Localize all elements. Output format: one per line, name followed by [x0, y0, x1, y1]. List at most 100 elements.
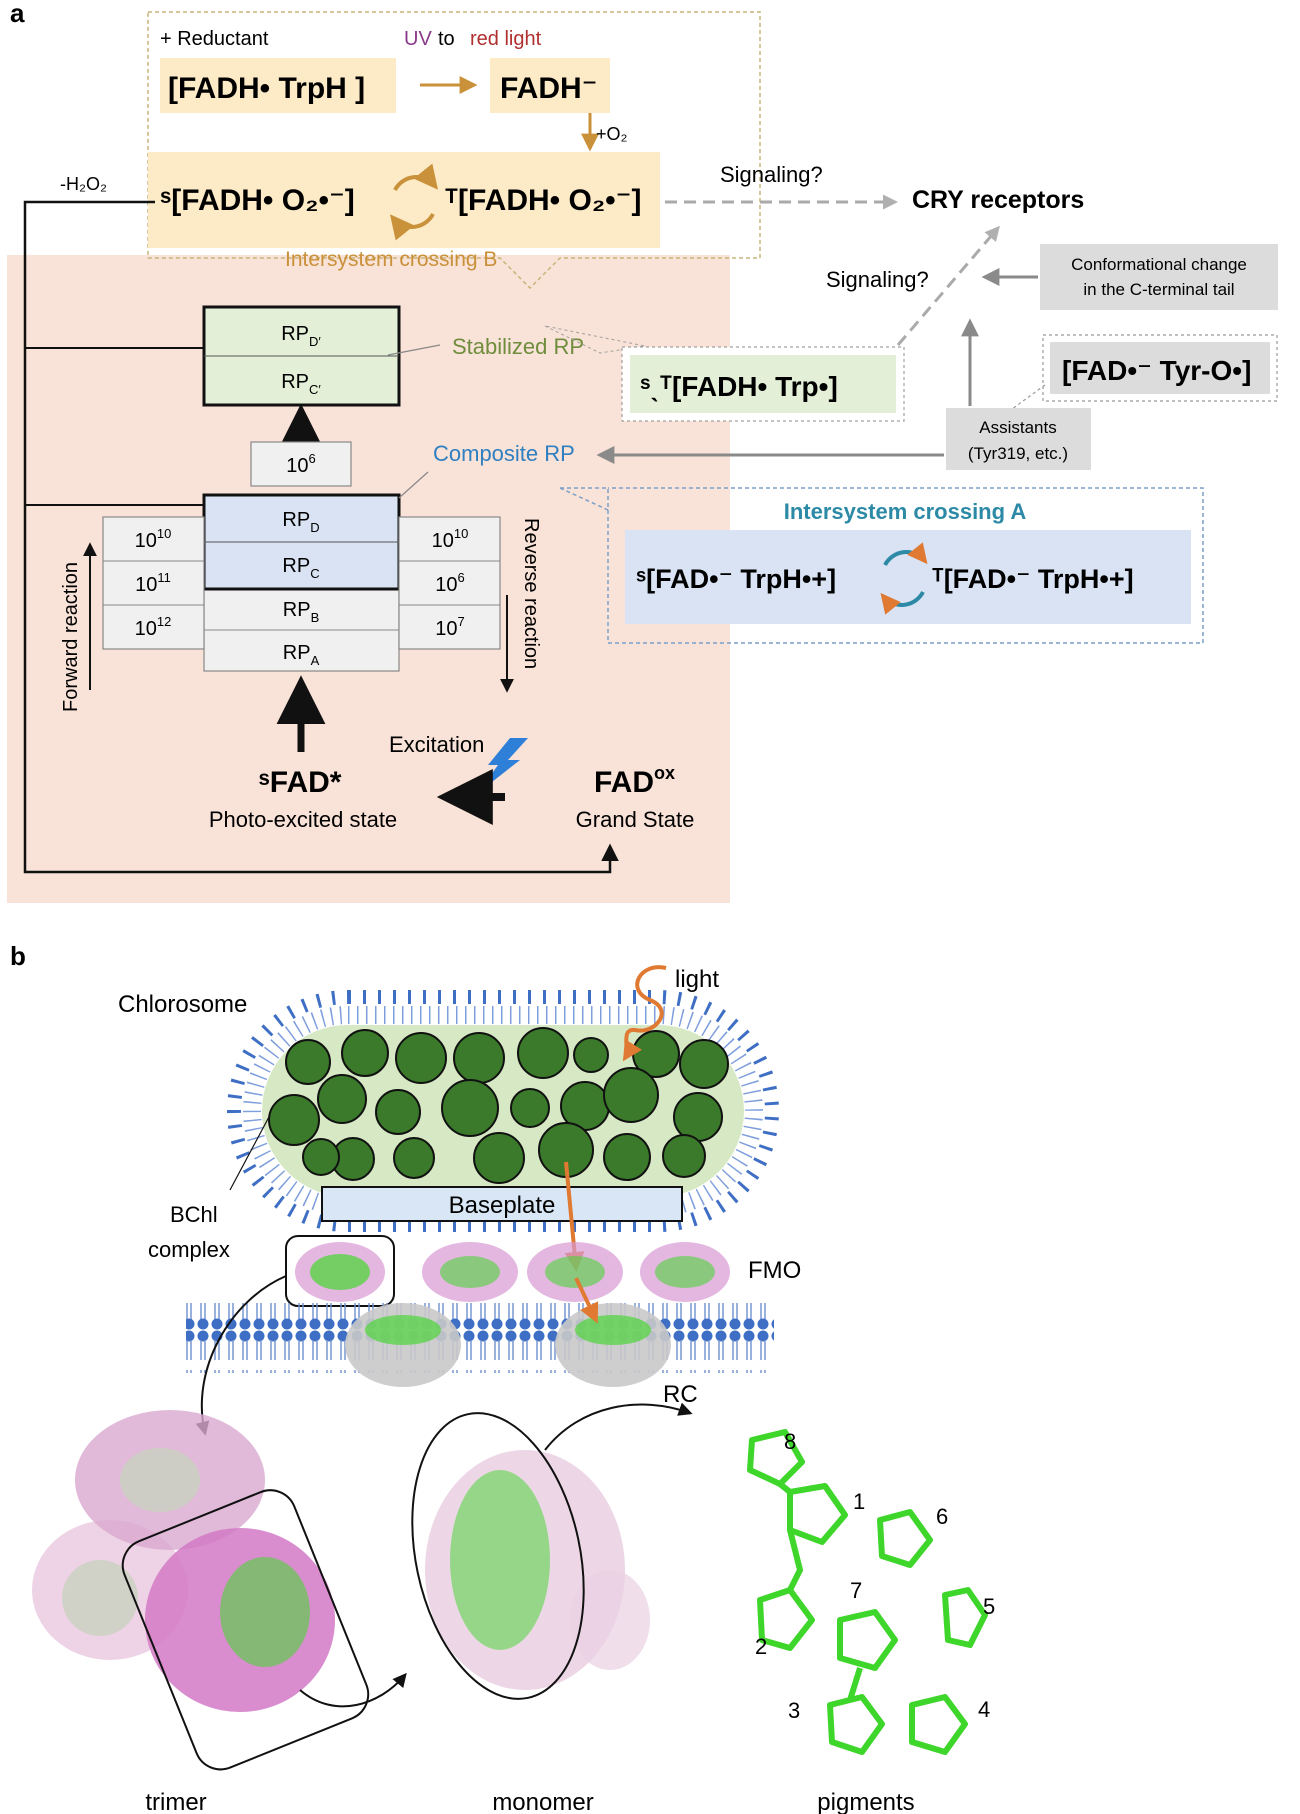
- stabilized-species-box: [630, 355, 896, 413]
- reductant-label: + Reductant: [160, 28, 269, 50]
- reaction-centers: [345, 1303, 671, 1387]
- pigments-structure: [747, 1429, 988, 1755]
- stabilized-species-text: ˢˎᵀ[FADH• Trp•]: [640, 371, 838, 402]
- zoom-arrow-pigments: [544, 1402, 693, 1451]
- reverse-reaction-label: Reverse reaction: [520, 518, 542, 669]
- rp-a: RPA: [283, 642, 320, 668]
- rp-b: RPB: [283, 599, 319, 625]
- isc-a-tail: [559, 487, 609, 511]
- forward-rate-3: 1012: [135, 614, 172, 640]
- monomer-label: monomer: [492, 1789, 593, 1814]
- pigment-1: 1: [853, 1489, 865, 1514]
- excitation-label: Excitation: [389, 732, 484, 757]
- singlet-pair-text: ˢ[FADH• O₂•⁻]: [160, 184, 355, 217]
- pigment-5: 5: [983, 1594, 995, 1619]
- rp-c: RPC: [282, 555, 319, 581]
- to-label: to: [438, 28, 455, 50]
- reverse-rates-table: [398, 516, 501, 650]
- pigments-selection-ellipse: [411, 1412, 585, 1700]
- bchl-aggregates: [268, 1027, 729, 1184]
- energy-transfer-arrow-2: [574, 1277, 599, 1324]
- light-label: light: [675, 966, 719, 993]
- panel-a-label: a: [10, 0, 25, 28]
- fad-tyr-box: [1050, 342, 1270, 394]
- plus-o2-label: +O₂: [596, 124, 628, 144]
- h2o2-feedback-line: [23, 200, 619, 874]
- isc-b-cycle-bottom-icon: [389, 212, 435, 241]
- rp-c-prime: RPC′: [281, 371, 321, 397]
- conformational-line-1: Conformational change: [1071, 255, 1247, 274]
- isc-a-callout: [560, 487, 1204, 644]
- forward-rate-1: 1010: [135, 526, 172, 552]
- uv-label: UV: [404, 28, 432, 50]
- callout-top: [147, 11, 761, 290]
- forward-rates-table: [102, 516, 205, 650]
- forward-rate-2: 1011: [135, 570, 171, 596]
- fad-tyr-pointer: [1007, 384, 1046, 413]
- pigment-8: 8: [784, 1429, 796, 1454]
- signaling-1-label: Signaling?: [720, 162, 823, 187]
- signaling-arrow-2: [896, 225, 1000, 346]
- isc-b-label: Intersystem crossing B: [285, 248, 497, 271]
- composite-rp-label: Composite RP: [433, 441, 575, 466]
- isc-a-label: Intersystem crossing A: [784, 499, 1027, 524]
- isc-a-singlet: ˢ[FAD•⁻ TrpH•+]: [636, 564, 836, 594]
- pigment-4: 4: [978, 1697, 990, 1722]
- pigment-numbers: 1 2 3 4 5 6 7 8: [755, 1429, 995, 1723]
- red-light-label: red light: [470, 28, 542, 50]
- isc-a-triplet: ᵀ[FAD•⁻ TrpH•+]: [932, 564, 1134, 594]
- conformational-line-2: in the C-terminal tail: [1083, 280, 1234, 299]
- trimer-label: trimer: [145, 1789, 206, 1814]
- monomer-structure: [425, 1450, 650, 1690]
- composite-rp-pointer: [398, 471, 429, 499]
- isc-b-cycle-top-icon: [393, 163, 439, 192]
- light-squiggle-icon: [622, 965, 667, 1062]
- fadh-minus-text: FADH⁻: [500, 72, 598, 105]
- fadh-trph-box: [160, 58, 396, 113]
- baseplate-label: Baseplate: [449, 1192, 556, 1219]
- isc-a-cycle-bottom-icon: [880, 590, 925, 615]
- stabilized-rp-pointer: [387, 344, 441, 356]
- rc-label: RC: [663, 1381, 698, 1408]
- isc-a-cycle-top-icon: [883, 542, 928, 567]
- rate-top-box: [250, 441, 352, 487]
- pigment-7: 7: [850, 1578, 862, 1603]
- triplet-pair-text: ᵀ[FADH• O₂•⁻]: [445, 184, 641, 217]
- pigment-6: 6: [936, 1504, 948, 1529]
- bchl-label-1: BChl: [170, 1202, 218, 1227]
- forward-reaction-label: Forward reaction: [60, 562, 82, 712]
- fmo-label: FMO: [748, 1257, 801, 1284]
- fmo-proteins: [295, 1242, 730, 1302]
- baseplate-box: [321, 1186, 683, 1222]
- sfad-label: ˢFAD*: [259, 766, 342, 799]
- zoom-arrow-monomer: [299, 1672, 407, 1708]
- chlorosome-membrane: [227, 990, 779, 1232]
- cell-membrane: [186, 1303, 774, 1373]
- photo-excited-label: Photo-excited state: [209, 807, 397, 832]
- chlorosome-label: Chlorosome: [118, 991, 247, 1018]
- reverse-rate-1: 1010: [432, 526, 469, 552]
- stabilized-rp-label: Stabilized RP: [452, 334, 584, 359]
- assistants-line-2: (Tyr319, etc.): [968, 444, 1068, 463]
- grand-state-label: Grand State: [576, 807, 695, 832]
- pigment-2: 2: [755, 1634, 767, 1659]
- conformational-change-box: [1040, 244, 1278, 310]
- pigments-label: pigments: [817, 1789, 914, 1814]
- rate-top: 106: [286, 451, 315, 477]
- zoom-arrow-trimer: [195, 1275, 287, 1436]
- assistants-line-1: Assistants: [979, 418, 1056, 437]
- fad-tyr-text: [FAD•⁻ Tyr-O•]: [1062, 355, 1251, 386]
- assistants-box: [946, 408, 1091, 470]
- bchl-pointer: [229, 1114, 271, 1191]
- cry-receptors-label: CRY receptors: [912, 186, 1084, 214]
- bchl-label-2: complex: [148, 1237, 230, 1262]
- fadh-minus-box: [490, 58, 610, 113]
- rp-d-prime: RPD′: [281, 323, 321, 349]
- fad-ox-label: FADox: [594, 763, 675, 799]
- minus-h2o2-label: -H₂O₂: [60, 174, 107, 194]
- reverse-rate-2: 106: [435, 570, 464, 596]
- reverse-rate-3: 107: [435, 614, 464, 640]
- rp-d: RPD: [282, 509, 319, 535]
- trimer-structure: [32, 1410, 335, 1712]
